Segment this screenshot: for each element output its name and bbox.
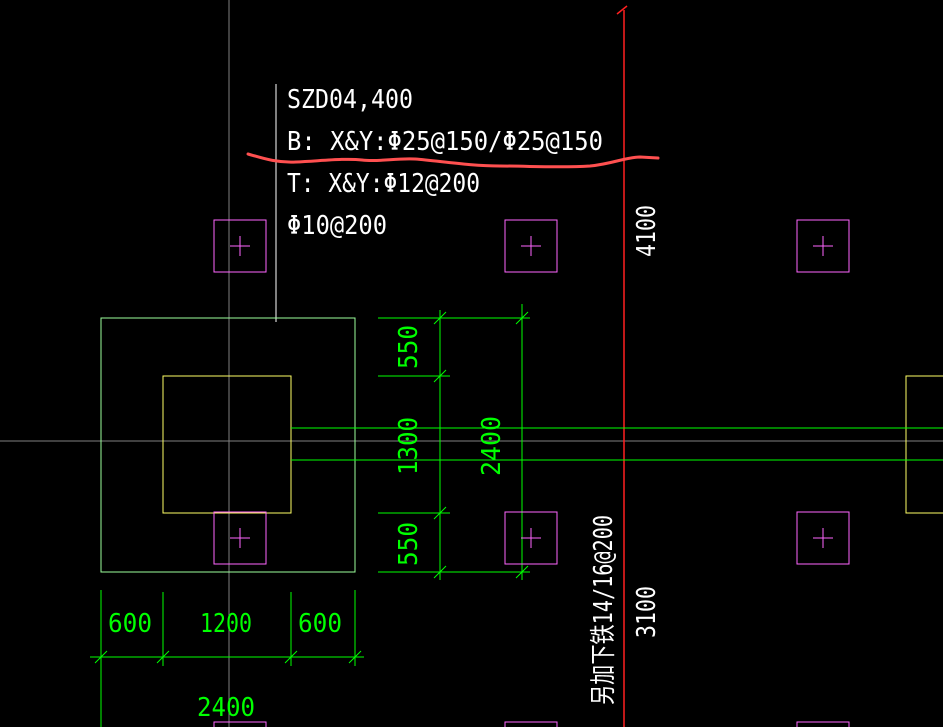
horizontal-dimension [90, 590, 364, 727]
dim-text-horizontal-left: 600 [108, 609, 152, 639]
pile-marker[interactable] [796, 219, 850, 273]
dim-tick [515, 311, 529, 325]
grid-axis [616, 5, 628, 727]
dim-tick [433, 369, 447, 383]
pile-marker-partial[interactable] [796, 721, 850, 727]
grid-spacing-texts: 4100 3100 [632, 205, 662, 638]
grid-spacing-lower: 3100 [632, 586, 662, 638]
dim-text-vertical-mid: 1300 [394, 417, 424, 475]
pile-marker[interactable] [213, 511, 267, 565]
piles [213, 219, 850, 727]
dim-tick [156, 650, 170, 664]
dim-tick [348, 650, 362, 664]
pile-marker[interactable] [504, 219, 558, 273]
footing-outline[interactable] [100, 317, 356, 573]
additional-rebar-note[interactable]: 另加下铁14/16@200 [589, 515, 619, 705]
pile-marker[interactable] [213, 219, 267, 273]
dim-text-horizontal-right: 600 [298, 609, 342, 639]
beam-lines [291, 427, 943, 461]
vertical-dimension [378, 304, 530, 580]
pile-marker-partial[interactable] [213, 721, 267, 727]
dim-tick [94, 650, 108, 664]
label-line-4: Φ10@200 [287, 211, 387, 241]
pile-marker-partial[interactable] [504, 721, 558, 727]
markup-underline [246, 152, 660, 169]
label-line-2: B: X&Y:Φ25@150/Φ25@150 [287, 127, 603, 157]
label-line-3: T: X&Y:Φ12@200 [287, 169, 480, 199]
grid-spacing-upper: 4100 [632, 205, 662, 257]
dimension-texts: 550 1300 550 2400 600 1200 600 2400 [108, 325, 507, 723]
grid-axis-tick [616, 5, 628, 15]
dim-tick [284, 650, 298, 664]
dim-text-horizontal-mid: 1200 [200, 609, 252, 639]
adjacent-column-outline[interactable] [905, 375, 943, 514]
dim-tick [433, 506, 447, 520]
dim-text-horizontal-total: 2400 [197, 693, 255, 723]
pile-marker[interactable] [796, 511, 850, 565]
dim-tick [515, 565, 529, 579]
column-outline[interactable] [162, 375, 292, 514]
label-line-1: SZD04,400 [287, 85, 413, 115]
dim-text-vertical-total: 2400 [477, 416, 507, 476]
pile-marker[interactable] [504, 511, 558, 565]
dim-text-vertical-bottom: 550 [394, 522, 424, 566]
dim-text-vertical-top: 550 [394, 325, 424, 369]
footing-label[interactable]: SZD04,400 B: X&Y:Φ25@150/Φ25@150 T: X&Y:… [287, 85, 603, 241]
